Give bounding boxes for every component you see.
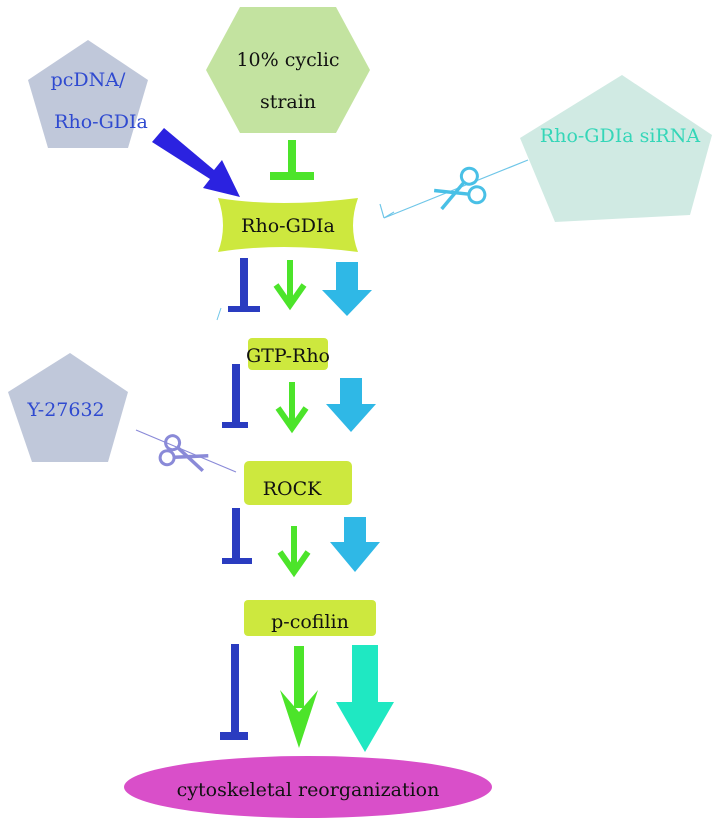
sirna-pentagon bbox=[520, 75, 712, 222]
pcofilin-box bbox=[244, 600, 376, 636]
pcdna-label-line2: Rho-GDIa bbox=[54, 111, 148, 133]
pcofilin-label: p-cofilin bbox=[271, 611, 349, 633]
rock-box bbox=[244, 461, 352, 505]
sirna-node: Rho-GDIa siRNA bbox=[520, 75, 712, 222]
y27632-node: Y-27632 bbox=[8, 353, 128, 462]
cytoskeleton-ellipse bbox=[124, 756, 492, 818]
rhogdi-label: Rho-GDIa bbox=[241, 215, 335, 237]
pcdna-label-line1: pcDNA/ bbox=[51, 69, 126, 91]
arrow-row-1 bbox=[216, 258, 372, 321]
rock-node: ROCK bbox=[244, 461, 352, 505]
strain-hexagon bbox=[206, 7, 370, 133]
inhibit-bar-2 bbox=[222, 364, 248, 428]
gtprho-node: GTP-Rho bbox=[246, 338, 330, 370]
strain-node: 10% cyclic strain bbox=[206, 7, 370, 133]
sirna-label: Rho-GDIa siRNA bbox=[540, 125, 700, 147]
pcofilin-node: p-cofilin bbox=[244, 600, 376, 636]
arrow-row-2 bbox=[222, 364, 376, 434]
cyan-arrow-1 bbox=[322, 262, 372, 316]
arrow-row-4 bbox=[220, 644, 394, 752]
strain-inhibit-bar bbox=[270, 140, 314, 180]
strain-label-line1: 10% cyclic bbox=[236, 49, 339, 71]
y27632-cut-connector bbox=[135, 429, 237, 473]
arrow-row-3 bbox=[222, 508, 380, 578]
pcdna-activate-arrow bbox=[152, 128, 240, 197]
cyan-arrow-2 bbox=[326, 378, 376, 432]
teal-arrow-4 bbox=[336, 645, 394, 752]
sirna-cut-connector bbox=[379, 159, 529, 219]
pcdna-pentagon bbox=[28, 40, 148, 148]
y27632-label: Y-27632 bbox=[26, 399, 104, 421]
cytoskeleton-node: cytoskeletal reorganization bbox=[124, 756, 492, 818]
gtprho-label: GTP-Rho bbox=[246, 345, 330, 367]
gtprho-box bbox=[248, 338, 328, 370]
cytoskeleton-label: cytoskeletal reorganization bbox=[177, 779, 440, 801]
rhogdi-node: Rho-GDIa bbox=[218, 198, 358, 252]
strain-label-line2: strain bbox=[260, 91, 316, 113]
scissors-icon bbox=[158, 434, 209, 473]
inhibit-bar-4 bbox=[220, 644, 248, 740]
cyan-arrow-3 bbox=[330, 517, 380, 572]
y27632-pentagon bbox=[8, 353, 128, 462]
inhibit-bar-3 bbox=[222, 508, 252, 564]
pcdna-node: pcDNA/ Rho-GDIa bbox=[28, 40, 148, 148]
inhibit-bar-1 bbox=[228, 258, 260, 312]
scissors-icon bbox=[433, 166, 487, 211]
rock-label: ROCK bbox=[263, 478, 322, 500]
rhogdi-shape bbox=[218, 198, 358, 252]
green-arrow-4 bbox=[294, 646, 304, 708]
